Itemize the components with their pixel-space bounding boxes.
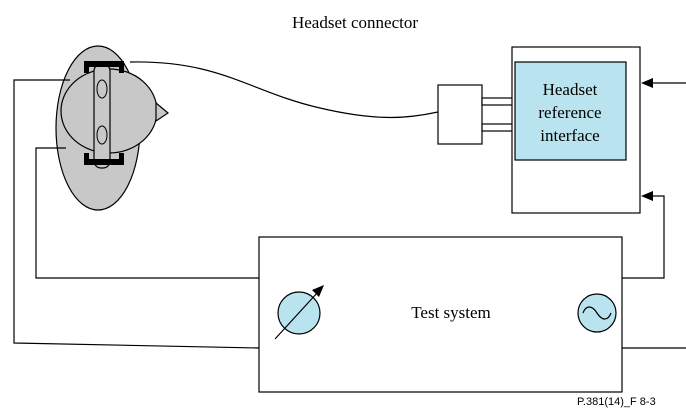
lower-ear-piece [96,125,108,145]
headset-cable [129,61,439,119]
signal-source-icon [577,293,617,333]
headset-on-head-icon [55,45,170,211]
top-clamp-right-post [119,61,124,73]
connector-plug-upper [481,97,516,106]
bottom-clamp-right-post [119,153,124,165]
wire-inner-left [35,147,259,279]
nose-marker [155,101,170,123]
wire-outer-left [13,79,260,349]
top-clamp [84,61,124,67]
reference-interface-label-2: reference [538,103,601,122]
input-arrow-upper [641,78,653,88]
reference-interface-label-1: Headset [543,80,598,99]
upper-ear-piece [96,79,108,99]
reference-interface-label-3: interface [540,126,599,145]
bottom-clamp [84,159,124,165]
test-system-label: Test system [411,303,491,322]
bottom-clamp-left-post [84,153,89,165]
headset-connector-block [437,84,483,145]
input-arrow-lower [641,191,653,201]
headset-connector-label: Headset connector [292,13,418,32]
top-clamp-left-post [84,61,89,73]
connector-plug-lower [481,123,516,132]
adjustable-meter-icon [274,285,324,340]
return-line-right [622,195,665,279]
reference-interface-box [514,61,627,161]
figure-id: P.381(14)_F 8-3 [577,396,656,408]
